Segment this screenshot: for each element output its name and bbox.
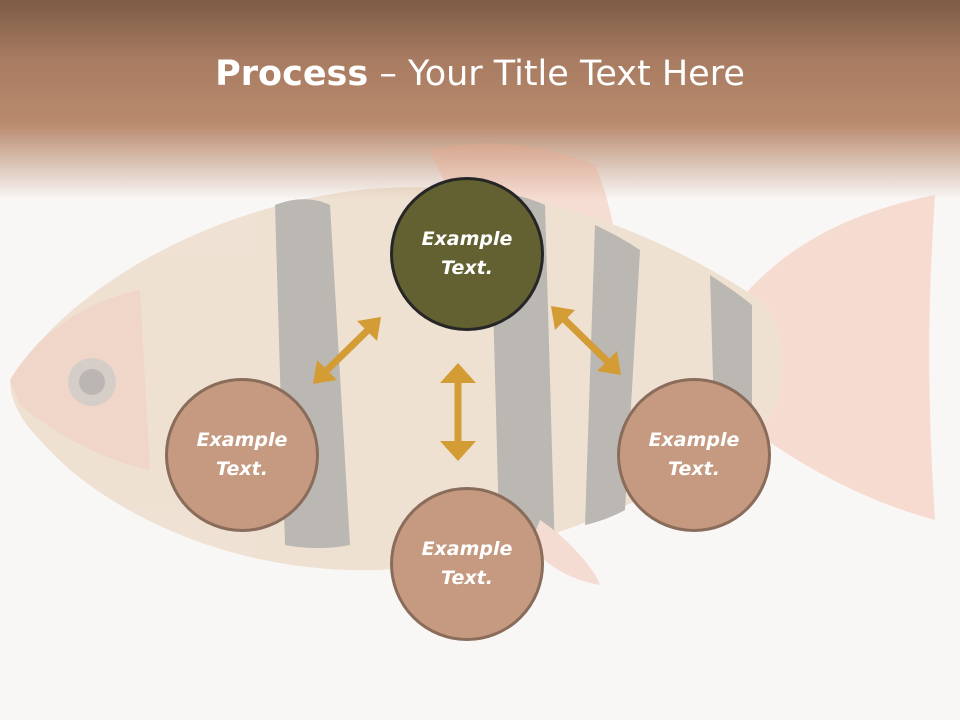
node-bottom: Example Text. bbox=[390, 487, 544, 641]
node-left-label: Example Text. bbox=[196, 429, 288, 480]
title-bold: Process bbox=[215, 54, 369, 94]
title-rest: – Your Title Text Here bbox=[368, 54, 745, 94]
node-left: Example Text. bbox=[165, 378, 319, 532]
page-title: Process – Your Title Text Here bbox=[0, 52, 960, 96]
arrow-left bbox=[313, 317, 381, 384]
node-right: Example Text. bbox=[617, 378, 771, 532]
title-band bbox=[0, 0, 960, 200]
node-top: Example Text. bbox=[390, 177, 544, 331]
arrow-vertical bbox=[440, 363, 476, 461]
arrow-right bbox=[551, 306, 621, 375]
node-top-label: Example Text. bbox=[421, 228, 513, 279]
node-right-label: Example Text. bbox=[648, 429, 740, 480]
node-bottom-label: Example Text. bbox=[421, 538, 513, 589]
